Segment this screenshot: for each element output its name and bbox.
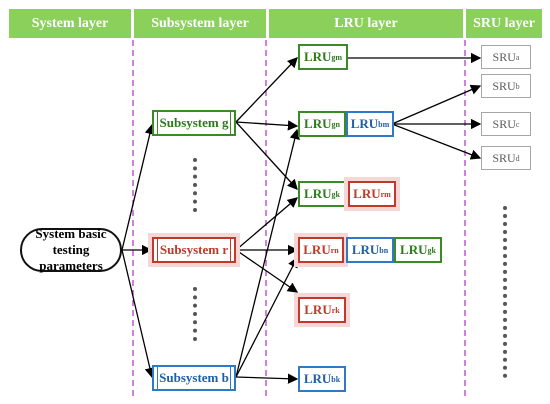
arrow-b-rn (235, 256, 298, 378)
arrow-system-b (121, 249, 155, 379)
arrow-g-gn (235, 120, 299, 131)
subsystem-r-label: Subsystem r (159, 242, 229, 257)
subsystem-g-node: Subsystem g (152, 110, 236, 136)
subsystem-b-node: Subsystem b (152, 365, 236, 391)
ellipsis-dots-1 (193, 158, 201, 212)
arrow-bm-sru-d (391, 123, 482, 160)
arrow-b-gn (235, 128, 300, 378)
subsystem-layer-header: Subsystem layer (134, 9, 266, 38)
root-line-2: testing parameters (39, 242, 103, 273)
arrow-bm-sru-b (391, 84, 482, 125)
system-basic-parameters-node: System basic testing parameters (20, 226, 122, 273)
system-layer-header: System layer (9, 9, 131, 38)
subsystem-b-label: Subsystem b (159, 370, 229, 385)
sru-layer-header: SRU layer (466, 9, 542, 38)
arrow-r-gk (235, 197, 298, 251)
arrow-system-g (121, 123, 155, 251)
ellipsis-dots-3 (503, 206, 511, 378)
subsystem-r-node: Subsystem r (152, 237, 236, 263)
ellipsis-dots-2 (193, 287, 201, 341)
arrow-b-bk (235, 373, 299, 384)
lru-layer-header: LRU layer (269, 9, 463, 38)
subsystem-g-label: Subsystem g (159, 115, 229, 130)
arrow-r-rk (235, 249, 299, 293)
arrow-g-gk (235, 121, 298, 190)
root-line-1: System basic (35, 226, 107, 241)
arrow-g-gm (235, 57, 298, 123)
